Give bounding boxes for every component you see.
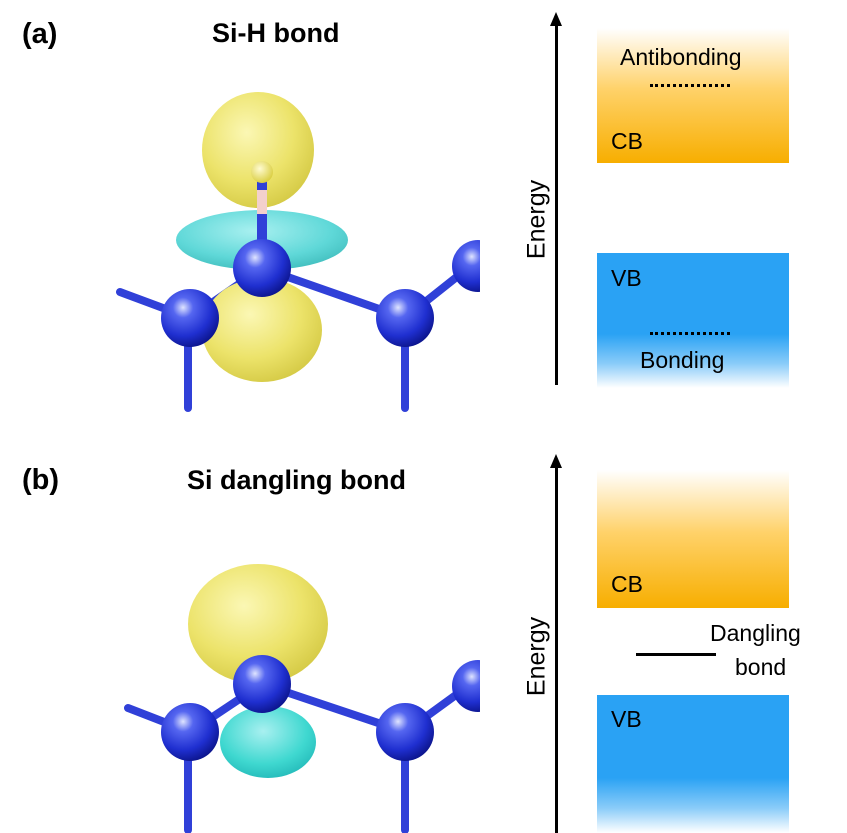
antibonding-label: Antibonding — [620, 44, 742, 70]
energy-axis-line — [555, 24, 558, 385]
energy-axis-label: Energy — [522, 179, 551, 260]
si-atom-edge-b — [452, 660, 480, 712]
si-h-structure-diagram — [116, 92, 480, 412]
dangling-lobe-cyan — [220, 706, 316, 778]
cb-label-b: CB — [611, 571, 643, 597]
hydrogen-atom — [251, 161, 273, 183]
panel-b-label: (b) — [22, 464, 60, 496]
dangling-lobe-upper — [188, 564, 328, 684]
bonding-label: Bonding — [640, 347, 725, 373]
energy-axis-label-b: Energy — [522, 616, 551, 697]
bonding-lobe-lower — [202, 278, 322, 382]
bonding-level — [650, 332, 730, 335]
panel-a: (a) Si-H bond — [22, 12, 789, 412]
si-dangling-structure-diagram — [124, 564, 480, 833]
dangling-bond-level — [636, 653, 716, 656]
energy-axis-arrow-icon — [550, 12, 562, 26]
si-atom-left-b — [161, 703, 219, 761]
vb-label-b: VB — [611, 706, 642, 732]
energy-axis-line-b — [555, 466, 558, 833]
antibonding-level — [650, 84, 730, 87]
si-atom-center-b — [233, 655, 291, 713]
conduction-band — [597, 28, 789, 163]
dangling-label-line2: bond — [735, 654, 787, 680]
si-atom-right — [376, 289, 434, 347]
valence-band — [597, 253, 789, 388]
cb-label: CB — [611, 128, 643, 154]
valence-band-b — [597, 695, 789, 833]
dangling-label-line1: Dangling — [710, 620, 801, 646]
bonding-lobe-upper — [202, 92, 314, 208]
energy-axis-arrow-icon-b — [550, 454, 562, 468]
vb-label: VB — [611, 265, 642, 291]
panel-a-label: (a) — [22, 18, 58, 50]
si-atom-right-b — [376, 703, 434, 761]
panel-b-title: Si dangling bond — [187, 465, 406, 495]
panel-a-title: Si-H bond — [212, 18, 340, 48]
conduction-band-b — [597, 470, 789, 608]
si-atom-edge — [452, 240, 480, 292]
panel-b: (b) Si dangling bond — [0, 440, 847, 833]
si-atom-left — [161, 289, 219, 347]
si-atom-center — [233, 239, 291, 297]
